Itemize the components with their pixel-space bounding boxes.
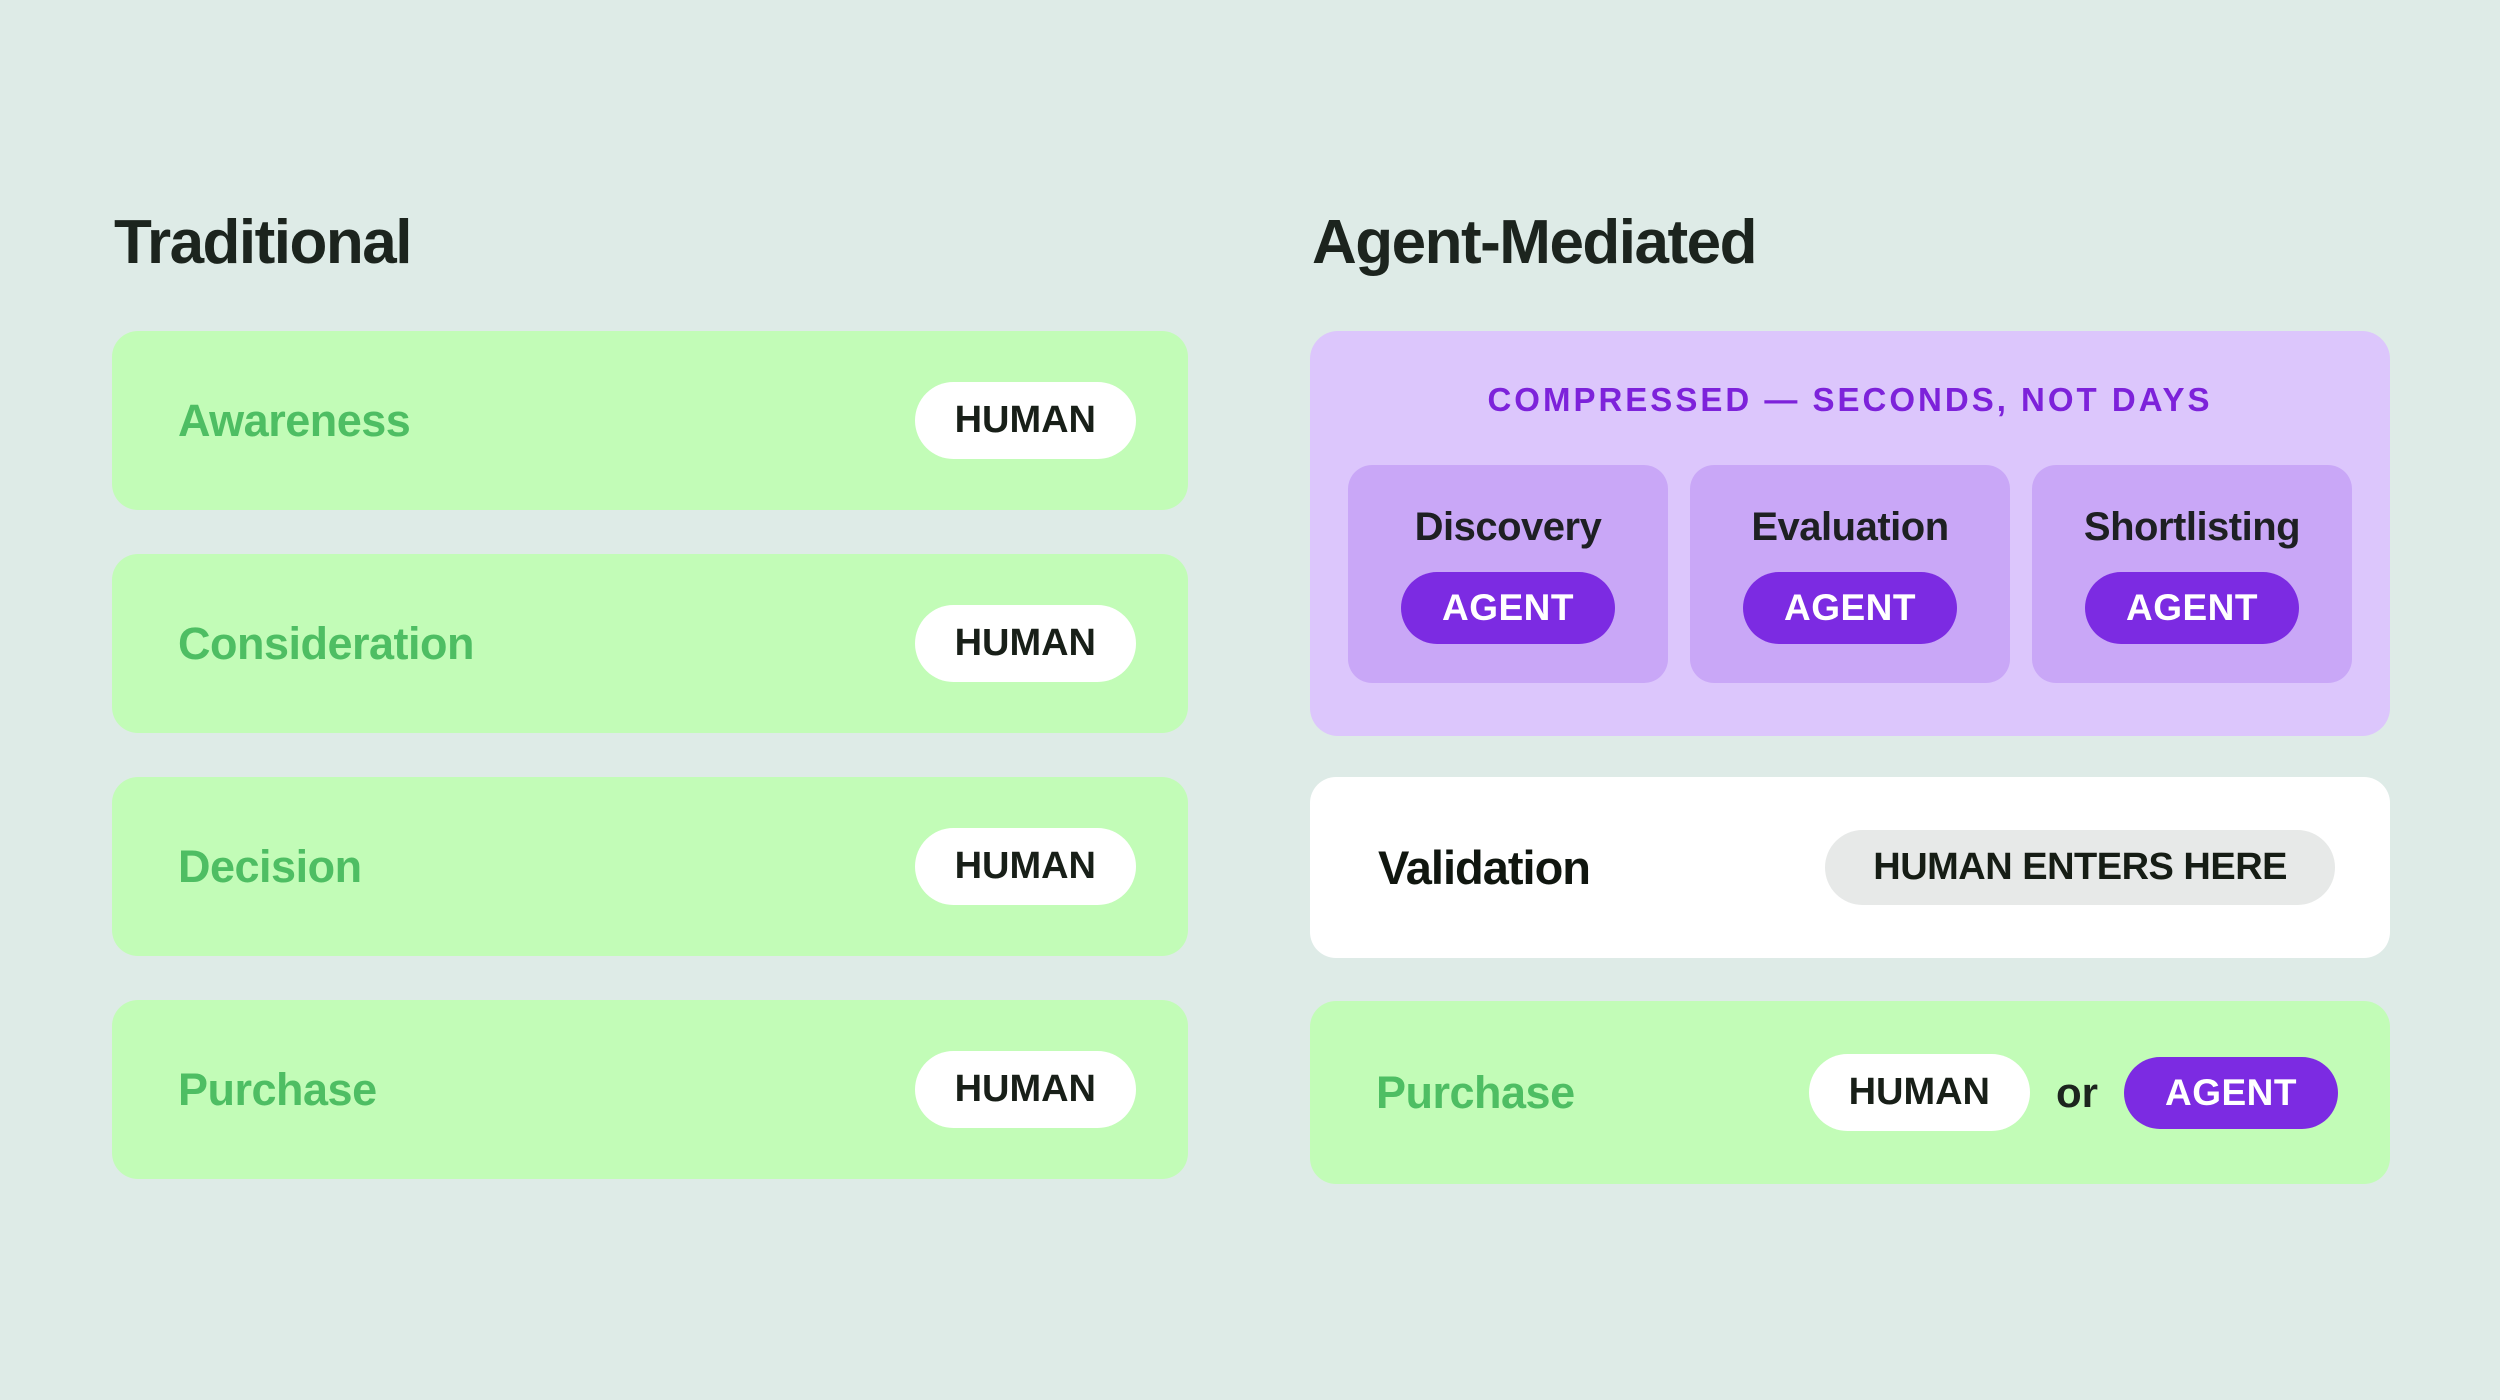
stage-row-purchase-agent-mediated: Purchase HUMAN or AGENT [1310,1001,2390,1184]
stage-card-shortlisting: Shortlisting AGENT [2032,465,2352,683]
stage-card-discovery: Discovery AGENT [1348,465,1668,683]
stage-label: Awareness [178,394,411,446]
stage-label: Consideration [178,617,475,669]
stage-label: Decision [178,840,362,892]
compressed-panel-header: COMPRESSED — SECONDS, NOT DAYS [1487,381,2213,418]
stage-card-title: Discovery [1414,504,1602,549]
agent-mediated-column: Agent-Mediated COMPRESSED — SECONDS, NOT… [1310,212,2390,1184]
validation-label: Validation [1378,841,1591,894]
traditional-column: Traditional Awareness HUMAN Consideratio… [112,212,1188,1179]
agent-badge: AGENT [1743,571,1957,644]
stage-label: Purchase [1376,1066,1575,1118]
stage-row-decision: Decision HUMAN [112,777,1188,956]
agent-badge: AGENT [1401,571,1615,644]
human-badge: HUMAN [914,1051,1136,1128]
agent-badge: AGENT [2124,1056,2338,1129]
purchase-badge-group: HUMAN or AGENT [1808,1054,2338,1131]
stage-card-title: Evaluation [1751,504,1949,549]
compressed-stages-panel: COMPRESSED — SECONDS, NOT DAYS Discovery… [1310,331,2390,736]
human-badge: HUMAN [914,828,1136,905]
stage-row-consideration: Consideration HUMAN [112,554,1188,733]
stage-row-awareness: Awareness HUMAN [112,331,1188,510]
stage-row-purchase-traditional: Purchase HUMAN [112,1000,1188,1179]
human-badge: HUMAN [1808,1054,2030,1131]
traditional-title: Traditional [114,208,412,277]
stage-card-title: Shortlisting [2083,504,2301,549]
stage-label: Purchase [178,1063,377,1115]
human-enters-here-badge: HUMAN ENTERS HERE [1825,830,2335,905]
agent-stage-cards: Discovery AGENT Evaluation AGENT Shortli… [1348,465,2352,683]
human-badge: HUMAN [914,605,1136,682]
agent-badge: AGENT [2085,571,2299,644]
agent-mediated-title: Agent-Mediated [1312,208,1758,277]
stage-card-evaluation: Evaluation AGENT [1690,465,2010,683]
human-badge: HUMAN [914,382,1136,459]
validation-row: Validation HUMAN ENTERS HERE [1310,777,2390,958]
or-connector-text: or [2056,1068,2098,1116]
